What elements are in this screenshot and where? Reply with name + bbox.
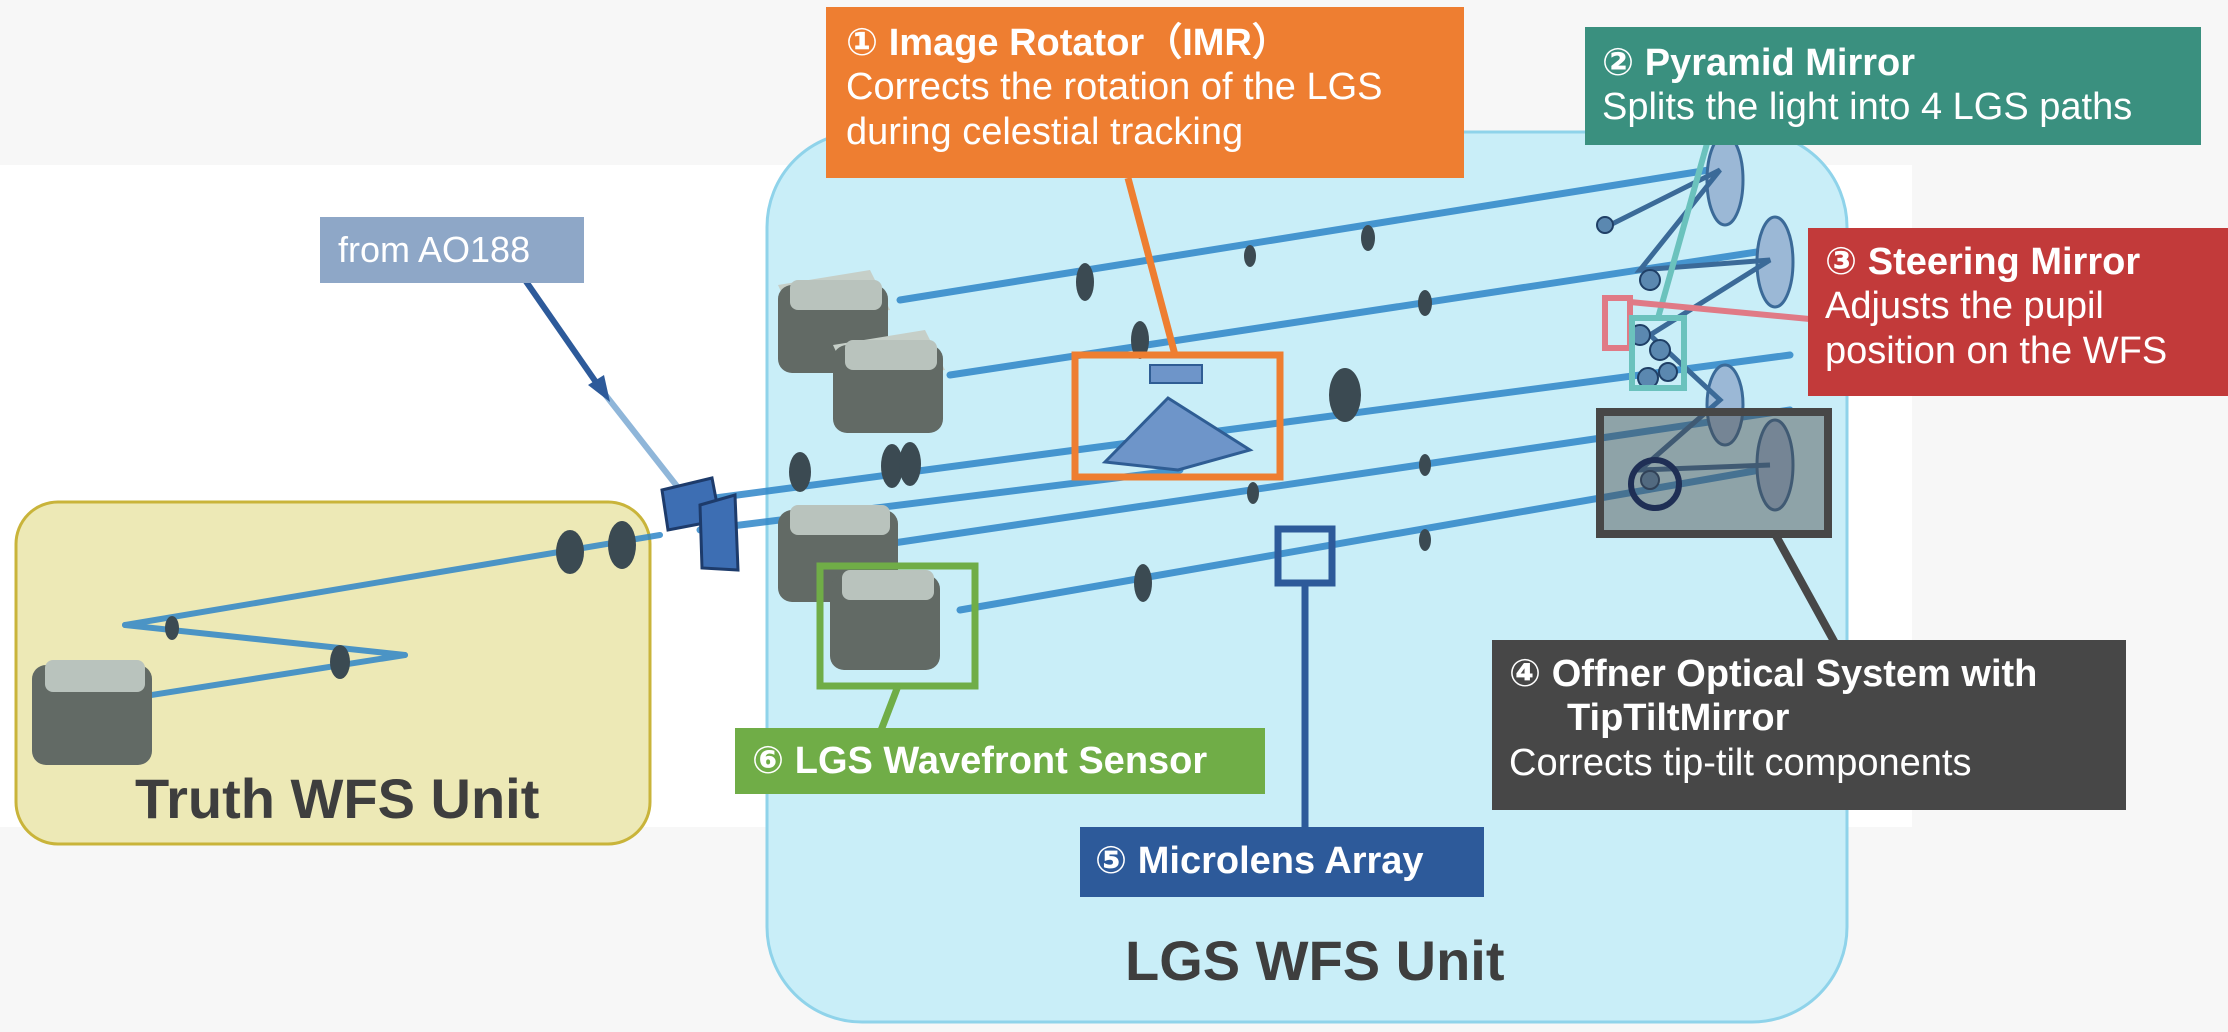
lens: [165, 616, 179, 640]
beam-path-5: [956, 466, 1764, 614]
pyramid-cluster: [1596, 216, 1678, 490]
lens: [1134, 564, 1152, 602]
offner-title: ④ Offner Optical System with: [1509, 653, 2038, 695]
pyramid-mirror-desc: Splits the light into 4 LGS paths: [1602, 86, 2133, 129]
input-beam: [597, 386, 683, 492]
lens: [1244, 245, 1256, 267]
pyramid-mirror-callout: ② Pyramid Mirror Splits the light into 4…: [1585, 27, 2201, 145]
image-rotator-callout: ① Image Rotator（IMR） Corrects the rotati…: [826, 7, 1464, 178]
image-rotator-highlight: [1071, 351, 1284, 481]
lenses: [165, 225, 1432, 679]
beam-path-1: [896, 161, 1744, 304]
lens: [1418, 290, 1432, 316]
from-ao188-text: from AO188: [338, 229, 531, 270]
lens: [556, 530, 584, 574]
beam-path-4: [876, 406, 1794, 549]
lens: [881, 444, 903, 488]
lens: [608, 521, 636, 569]
output-mirrors: [1705, 133, 1795, 512]
offner-desc: Corrects tip-tilt components: [1509, 741, 1972, 784]
beam-path-3: [696, 351, 1794, 504]
offner-leader: [1771, 532, 1839, 645]
lens: [1419, 529, 1431, 551]
lgs-wfs-callout: ⑥ LGS Wavefront Sensor: [735, 728, 1265, 794]
camera-4: [830, 570, 940, 670]
offner-highlight: [1596, 408, 1832, 538]
lens: [1361, 225, 1375, 251]
truth-camera: [32, 660, 152, 765]
lgs-wfs-leader: [876, 684, 902, 735]
offner-callout: ④ Offner Optical System with TipTiltMirr…: [1492, 640, 2126, 810]
steering-mirror-callout: ③ Steering Mirror Adjusts the pupil posi…: [1808, 228, 2228, 396]
tip-tilt-circle: [1628, 457, 1682, 511]
image-rotator-leader: [1124, 177, 1179, 356]
lens: [789, 452, 811, 492]
lens: [1076, 263, 1094, 301]
lens: [1247, 482, 1259, 504]
steering-mirror-desc-2: position on the WFS: [1825, 329, 2168, 372]
mirror: [1705, 363, 1745, 447]
microlens-array-title: ⑤ Microlens Array: [1095, 840, 1424, 882]
lgs-unit-title: LGS WFS Unit: [1125, 929, 1505, 992]
lens: [1329, 368, 1361, 422]
truth-unit-title: Truth WFS Unit: [135, 767, 540, 830]
lens: [899, 442, 921, 486]
image-rotator-desc-1: Corrects the rotation of the LGS: [846, 66, 1383, 109]
ao188-arrow: [522, 278, 610, 402]
pyramid-mirror-title: ② Pyramid Mirror: [1602, 42, 1916, 84]
fold-mirror: [698, 493, 740, 572]
microlens-array-callout: ⑤ Microlens Array: [1080, 827, 1484, 897]
lens: [330, 645, 350, 679]
offner-title-2: TipTiltMirror: [1567, 697, 1790, 740]
wfs-cameras: [32, 270, 945, 765]
image-rotator-prism: [1101, 364, 1254, 472]
lens: [1131, 321, 1149, 359]
image-rotator-desc-2: during celestial tracking: [846, 110, 1244, 153]
entrance-fold-mirrors: [660, 476, 740, 572]
steering-mirror-desc-1: Adjusts the pupil: [1825, 285, 2104, 328]
image-rotator-title: ① Image Rotator（IMR）: [846, 22, 1290, 64]
lgs-wfs-title: ⑥ LGS Wavefront Sensor: [752, 740, 1208, 782]
pyramid-mirror-leader: [1655, 139, 1711, 319]
lens: [1419, 454, 1431, 476]
steering-mirror-leader: [1629, 299, 1821, 323]
from-ao188-label: from AO188: [320, 217, 584, 283]
steering-mirror-title: ③ Steering Mirror: [1825, 241, 2141, 283]
camera-2: [833, 330, 945, 433]
